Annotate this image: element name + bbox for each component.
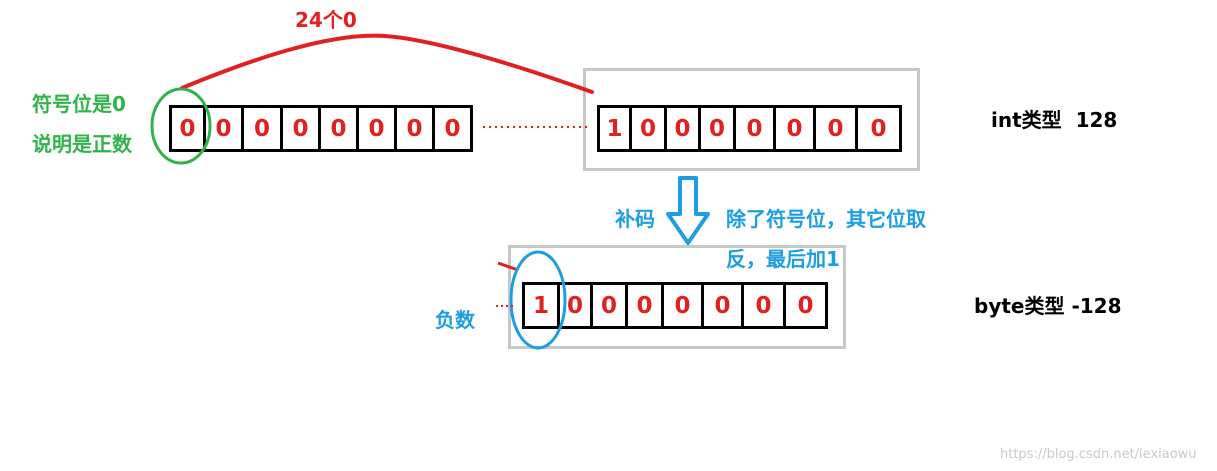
complement-desc-line-1: 除了符号位，其它位取: [726, 207, 926, 231]
int-type-label: int类型 128: [991, 108, 1118, 132]
bit-cell: 0: [667, 108, 701, 149]
bit-cell: 1: [600, 108, 632, 149]
bit-cell: 0: [797, 292, 814, 319]
bit-cell: 0: [283, 108, 321, 149]
sign-note-line-2: 说明是正数: [32, 132, 132, 156]
bit-cell: 0: [816, 108, 858, 149]
bit-cell: 0: [397, 108, 435, 149]
bit-cell: 0: [359, 108, 397, 149]
int-low-byte-highlight: [583, 68, 920, 171]
sign-bit-circle-blue: [509, 250, 567, 350]
bit-cell: 0: [736, 108, 776, 149]
bit-cell: 0: [701, 108, 736, 149]
bit-cell: 0: [593, 285, 628, 326]
negative-label: 负数: [435, 308, 475, 332]
sign-bit-circle-green: [150, 87, 212, 165]
bit-cell: 0: [206, 108, 244, 149]
bit-cell: 1: [525, 285, 560, 326]
bit-cell: 0: [444, 115, 461, 142]
bit-cell: 0: [776, 108, 816, 149]
bit-cell: 0: [244, 108, 283, 149]
arc-24-zeros: [180, 33, 594, 94]
arc-label: 24个0: [295, 8, 357, 32]
complement-label: 补码: [615, 207, 655, 231]
bit-cell: 0: [744, 285, 786, 326]
bit-cell: 0: [704, 285, 744, 326]
bit-cell: 0: [628, 285, 664, 326]
bit-cell: 0: [560, 285, 593, 326]
red-tick-mark: [497, 261, 519, 272]
complement-desc-line-2: 反，最后加1: [726, 247, 840, 271]
down-arrow-icon: [666, 176, 710, 245]
bit-cell: 0: [632, 108, 667, 149]
bit-cell: 0: [321, 108, 359, 149]
bit-cell: 0: [664, 285, 704, 326]
byte-highlight: [508, 245, 846, 349]
bit-cell: 0: [870, 115, 887, 142]
sign-note-line-1: 符号位是0: [32, 92, 126, 116]
bit-cell: 0: [172, 108, 206, 149]
byte-type-label: byte类型 -128: [974, 294, 1122, 318]
watermark: https://blog.csdn.net/lexiaowu: [1000, 447, 1197, 462]
